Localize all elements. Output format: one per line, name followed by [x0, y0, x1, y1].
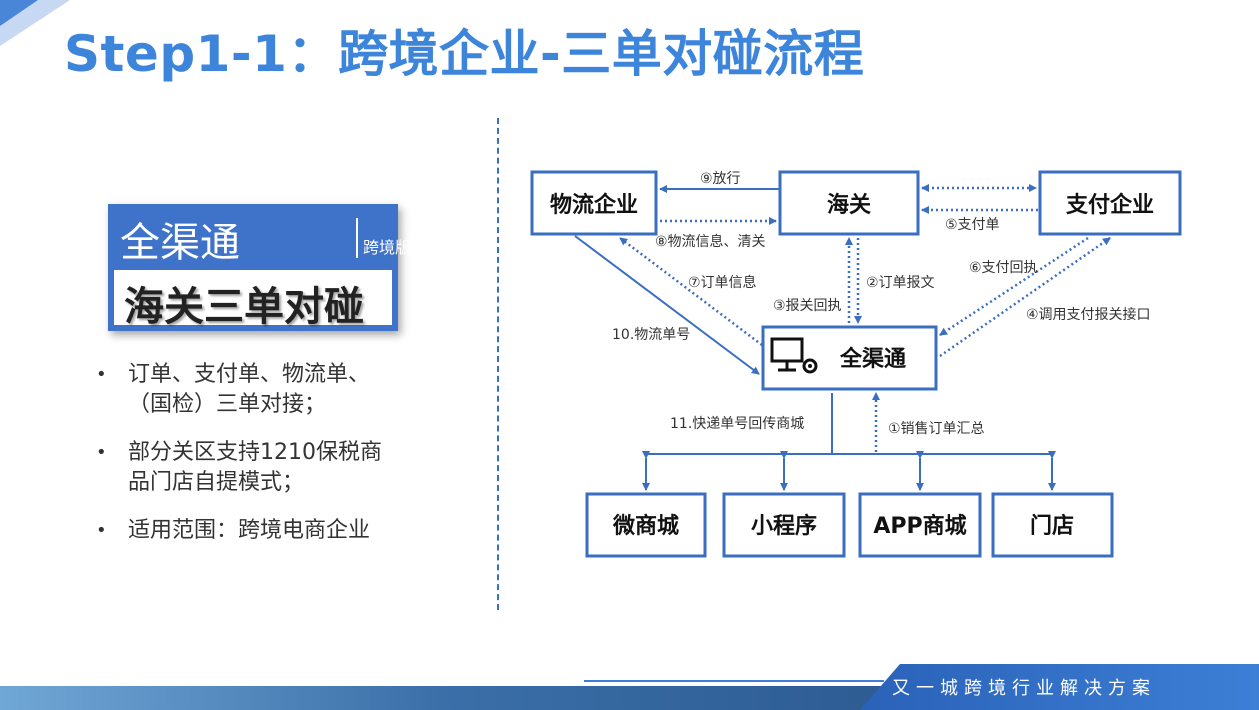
node-store: 门店: [993, 494, 1112, 556]
edge-label: ①销售订单汇总: [888, 421, 985, 437]
node-label: 小程序: [751, 513, 817, 539]
footer-slogan: 又一城跨境行业解决方案: [892, 674, 1156, 700]
edge-label: ⑨放行: [700, 171, 741, 187]
node-label: 物流企业: [550, 192, 638, 218]
edge-label: ⑦订单信息: [688, 274, 757, 291]
node-label: 支付企业: [1066, 192, 1154, 218]
edge-label: 10.物流单号: [612, 327, 690, 343]
edge-payment-api: [940, 238, 1110, 356]
edge-label: ④调用支付报关接口: [1026, 306, 1151, 323]
node-label: 微商城: [612, 513, 679, 539]
edge-label: ⑧物流信息、清关: [655, 233, 766, 250]
node-label: 全渠通: [839, 346, 906, 372]
edge-label: 11.快递单号回传商城: [670, 416, 804, 432]
node-label: APP商城: [873, 513, 966, 539]
node-miniapp: 小程序: [724, 494, 844, 556]
node-appshop: APP商城: [860, 494, 980, 556]
node-payment: 支付企业: [1040, 172, 1180, 234]
footer-line: [584, 680, 884, 682]
node-logistics: 物流企业: [532, 172, 656, 234]
edge-tracking-number: [575, 236, 759, 374]
edge-label: ⑤支付单: [945, 217, 1000, 233]
node-label: 门店: [1030, 513, 1074, 539]
node-customs: 海关: [780, 172, 918, 234]
node-weishop: 微商城: [587, 494, 705, 556]
edge-label: ⑥支付回执: [969, 260, 1038, 276]
edge-label: ③报关回执: [773, 298, 842, 314]
edge-label: ②订单报文: [866, 275, 935, 291]
node-label: 海关: [827, 192, 871, 218]
node-center: 全渠通: [763, 327, 936, 389]
